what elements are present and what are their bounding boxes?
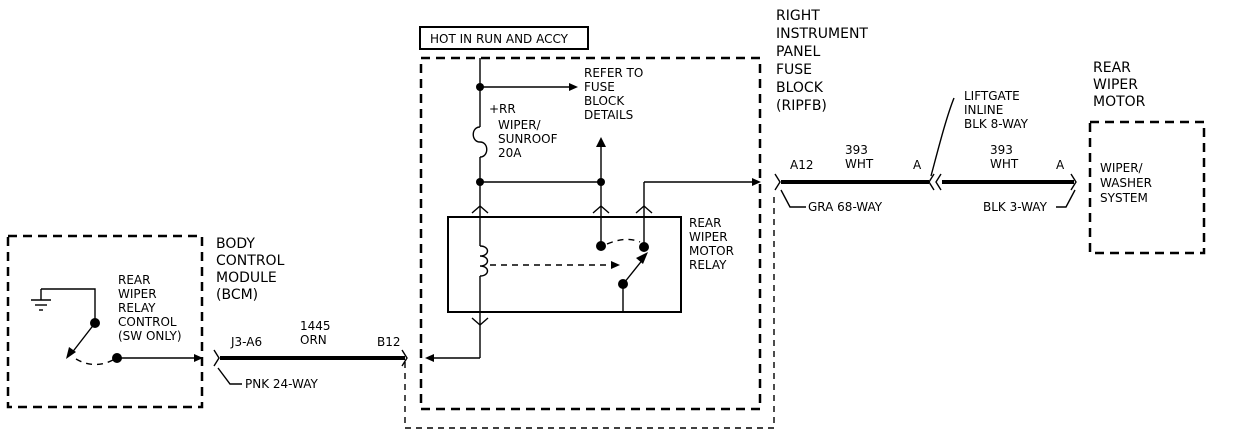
refer-arrow-icon: [569, 83, 578, 91]
armature-arrow-icon: [611, 261, 620, 269]
gra-leader: [780, 189, 806, 208]
bcm-enclosure: [6, 234, 204, 409]
wire-b-color: WHT: [990, 157, 1019, 171]
motor-enclosure: [1088, 120, 1206, 255]
motor-connector-chevron: [1070, 173, 1077, 191]
bcm-ground-wire: [41, 288, 96, 323]
bcm-wire-connector: PNK 24-WAY: [245, 377, 318, 391]
fuse-label: +RR WIPER/ SUNROOF 20A: [489, 102, 561, 160]
ripfb-underbody-trace: [404, 196, 775, 429]
bcm-switch-actuator: [75, 358, 116, 366]
bcm-switch-arrow-icon: [66, 347, 76, 359]
wire-a-circuit: 393: [845, 143, 868, 157]
contact-feed-chevron: [592, 205, 610, 214]
coil-bottom-chevron: [471, 317, 489, 326]
wire-b-circuit: 393: [990, 143, 1013, 157]
b12-connector-chevron: [401, 349, 408, 367]
liftgate-label: LIFTGATE INLINE BLK 8-WAY: [964, 89, 1029, 131]
liftgate-connector-chevron: [928, 173, 935, 191]
relay-arm-arrow-icon: [636, 252, 648, 264]
hot-in-run-badge: [419, 26, 589, 50]
bcm-ground-icon: [31, 289, 51, 311]
relay-body: [447, 216, 682, 313]
a12-connector-chevron: [774, 173, 781, 191]
relay-coil-icon: [479, 245, 489, 277]
relay-output-chevron: [635, 205, 653, 214]
bcm-wire-right-pin: B12: [377, 335, 401, 349]
coil-return-arrow-icon: [425, 354, 434, 362]
wire-a-left-pin: A12: [790, 158, 813, 172]
bcm-title: BODY CONTROL MODULE (BCM): [216, 236, 289, 303]
bcm-output-arrow-icon: [194, 354, 203, 362]
bcm-switch-label: REAR WIPER RELAY CONTROL (SW ONLY): [118, 273, 182, 343]
wire-b-connector: BLK 3-WAY: [983, 200, 1048, 214]
refer-label: REFER TO FUSE BLOCK DETAILS: [584, 66, 647, 122]
ripfb-enclosure: [419, 56, 762, 411]
liftgate-leader: [930, 97, 955, 177]
pnk-leader: [217, 367, 242, 385]
wire-a-color: WHT: [845, 157, 874, 171]
relay-switch-arm: [623, 257, 645, 284]
wire-a-connector: GRA 68-WAY: [808, 200, 883, 214]
wire-b-right-pin: A: [1056, 158, 1065, 172]
ripfb-title: RIGHT INSTRUMENT PANEL FUSE BLOCK (RIPFB…: [776, 8, 872, 114]
relay-label: REAR WIPER MOTOR RELAY: [689, 216, 738, 272]
relay-output-arrow-icon: [752, 178, 761, 186]
bcm-wire-left-pin: J3-A6: [230, 335, 262, 349]
bcm-connector-chevron: [213, 349, 220, 367]
relay-fixed-contact: [596, 241, 606, 251]
wire-a-right-pin: A: [913, 158, 922, 172]
bcm-wire-color: ORN: [300, 333, 327, 347]
motor-system-label: WIPER/ WASHER SYSTEM: [1100, 161, 1156, 205]
bcm-wire-circuit: 1445: [300, 319, 331, 333]
bcm-switch-blade: [70, 322, 96, 355]
relay-armature-link: [606, 238, 641, 245]
coil-top-chevron: [471, 205, 489, 214]
hot-in-run-label: HOT IN RUN AND ACCY: [430, 32, 569, 46]
fuse-icon: [472, 126, 488, 158]
bus-up-arrow-icon: [596, 137, 606, 147]
motor-title: REAR WIPER MOTOR: [1093, 60, 1146, 110]
liftgate-out-chevron: [935, 173, 942, 191]
blk3-leader: [1056, 189, 1076, 208]
